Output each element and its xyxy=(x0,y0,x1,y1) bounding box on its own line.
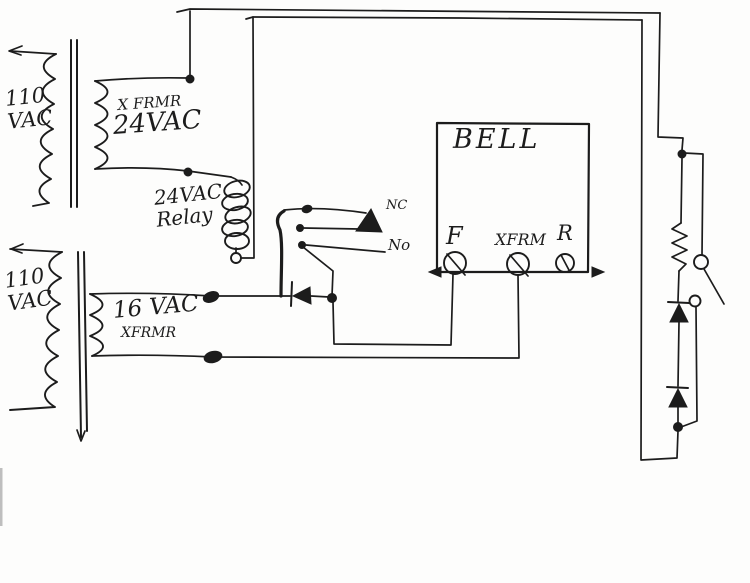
top-wiring-rails xyxy=(176,8,661,21)
relay-coil xyxy=(221,16,255,264)
label-bell-terminal-r: R xyxy=(557,221,573,245)
screw-terminal-f xyxy=(443,251,467,275)
label-primary2-voltage: 110 VAC xyxy=(2,263,54,316)
diode-icon xyxy=(291,286,312,305)
screw-terminal-xfrm xyxy=(506,252,530,276)
label-bell: BELL xyxy=(453,124,541,155)
label-primary1-voltage: 110 VAC xyxy=(3,82,54,134)
switch-terminal xyxy=(688,294,702,308)
coil-terminal xyxy=(230,252,242,264)
corner-arrow-icon xyxy=(591,266,606,278)
label-xfmr24-voltage: 24VAC xyxy=(111,104,203,141)
corner-arrow-icon xyxy=(427,266,442,278)
label-bell-terminal-f: F xyxy=(446,222,463,250)
transformer-24vac xyxy=(8,10,232,208)
splice-blob xyxy=(203,350,223,364)
transformer-16vac xyxy=(9,243,520,442)
splice-blob xyxy=(202,291,220,303)
resistor-icon xyxy=(671,222,688,272)
switch-lever xyxy=(703,268,725,305)
junction-dot xyxy=(183,167,193,177)
relay-contacts xyxy=(275,204,386,298)
screw-terminal-r xyxy=(555,253,575,273)
right-branch xyxy=(640,12,725,461)
junction-dot xyxy=(677,149,687,159)
label-contact-no: No xyxy=(388,236,411,254)
bell-feed-diode xyxy=(202,281,337,307)
label-bell-terminal-xfrm: XFRM xyxy=(495,230,546,249)
label-contact-nc: NC xyxy=(386,198,408,213)
junction-dot xyxy=(301,204,313,214)
bell-unit xyxy=(332,121,606,346)
diode-icon xyxy=(668,387,688,408)
diode-icon xyxy=(669,302,689,323)
label-relay: 24VAC Relay xyxy=(152,178,224,232)
nc-contact-icon xyxy=(355,208,383,233)
scan-edge-artifact xyxy=(0,468,3,526)
junction-dot xyxy=(327,293,337,303)
switch-terminal xyxy=(693,254,709,270)
junction-dot xyxy=(185,74,195,84)
label-xfmr16-name: XFRMR xyxy=(121,325,177,341)
